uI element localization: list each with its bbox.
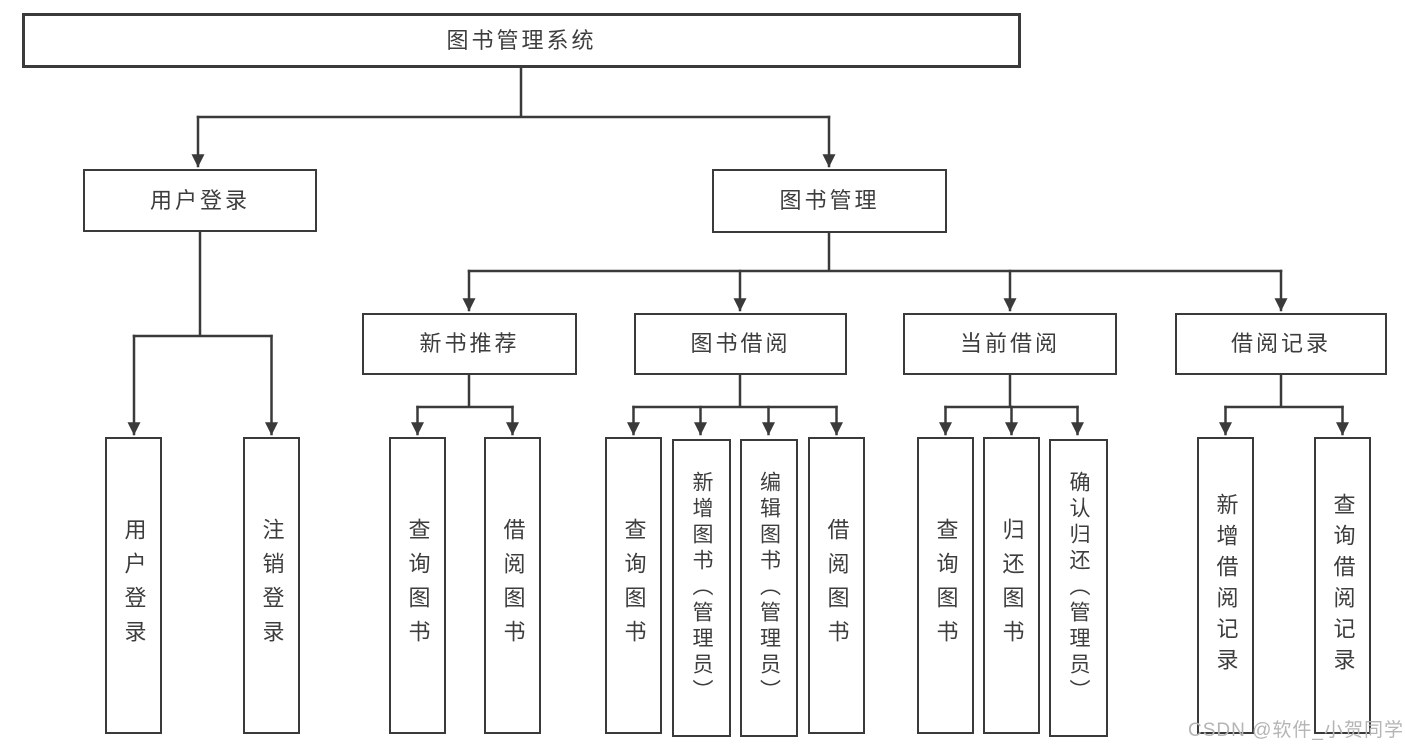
node-current-borrow: 当前借阅 bbox=[903, 313, 1117, 375]
node-label: 归还图书 bbox=[999, 517, 1025, 654]
node-label: 新增图书（管理员） bbox=[690, 471, 713, 705]
leaf-logout-login: 注销登录 bbox=[243, 437, 300, 734]
node-book-management: 图书管理 bbox=[712, 169, 947, 233]
leaf-add-book-admin: 新增图书（管理员） bbox=[672, 439, 731, 737]
node-new-book-recommend: 新书推荐 bbox=[362, 313, 577, 375]
leaf-query-book-2: 查询图书 bbox=[605, 437, 662, 734]
node-label: 新增借阅记录 bbox=[1213, 492, 1239, 679]
node-label: 查询图书 bbox=[621, 517, 647, 654]
node-label: 注销登录 bbox=[259, 517, 285, 654]
leaf-query-book-1: 查询图书 bbox=[389, 437, 446, 734]
leaf-borrow-book-1: 借阅图书 bbox=[484, 437, 541, 734]
connector-userlogin-split bbox=[132, 230, 273, 338]
node-root-library-system: 图书管理系统 bbox=[22, 13, 1021, 68]
node-borrow-records: 借阅记录 bbox=[1175, 313, 1387, 375]
connector-currentborrow-split bbox=[944, 373, 1079, 409]
leaf-query-book-3: 查询图书 bbox=[917, 437, 974, 734]
node-label: 借阅图书 bbox=[824, 517, 850, 654]
node-label: 编辑图书（管理员） bbox=[757, 471, 781, 705]
node-label: 查询借阅记录 bbox=[1330, 492, 1356, 679]
node-label: 借阅图书 bbox=[500, 517, 526, 654]
node-label: 新书推荐 bbox=[419, 331, 520, 356]
node-book-borrow: 图书借阅 bbox=[634, 313, 847, 375]
node-label: 查询图书 bbox=[405, 517, 431, 654]
connector-root-split bbox=[196, 66, 831, 119]
node-label: 图书借阅 bbox=[690, 331, 791, 356]
connector-bookmgmt-split bbox=[467, 231, 1283, 273]
node-label: 当前借阅 bbox=[959, 331, 1060, 356]
leaf-query-borrow-record: 查询借阅记录 bbox=[1314, 437, 1371, 734]
node-label: 用户登录 bbox=[149, 187, 250, 213]
node-label: 图书管理系统 bbox=[446, 27, 597, 53]
node-user-login: 用户登录 bbox=[83, 169, 317, 232]
leaf-confirm-return-admin: 确认归还（管理员） bbox=[1049, 439, 1108, 737]
leaf-user-login: 用户登录 bbox=[105, 437, 162, 734]
csdn-watermark: CSDN @软件_小贺同学 bbox=[1188, 720, 1404, 741]
leaf-add-borrow-record: 新增借阅记录 bbox=[1197, 437, 1254, 734]
node-label: 图书管理 bbox=[779, 188, 880, 213]
connector-newbook-split bbox=[416, 373, 514, 409]
connector-borrowrecords-split bbox=[1224, 373, 1344, 409]
node-label: 借阅记录 bbox=[1230, 331, 1331, 356]
connector-bookborrow-split bbox=[632, 373, 838, 409]
node-label: 查询图书 bbox=[933, 517, 959, 654]
node-label: 用户登录 bbox=[121, 517, 147, 654]
leaf-borrow-book-2: 借阅图书 bbox=[808, 437, 865, 734]
leaf-return-book: 归还图书 bbox=[983, 437, 1040, 734]
node-label: 确认归还（管理员） bbox=[1067, 471, 1090, 705]
leaf-edit-book-admin: 编辑图书（管理员） bbox=[740, 439, 798, 737]
